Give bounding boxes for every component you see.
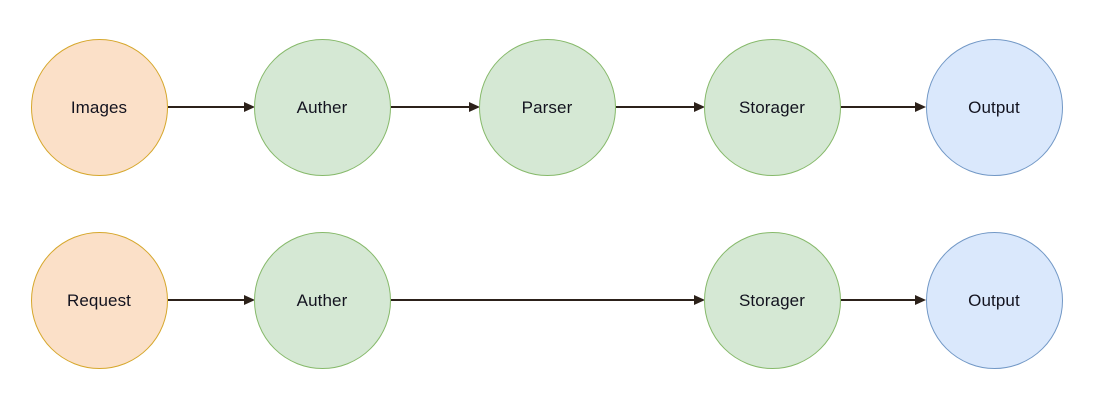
node-images[interactable]: Images bbox=[30, 38, 168, 176]
node-auther2[interactable]: Auther bbox=[253, 231, 391, 369]
arrowhead-icon bbox=[694, 101, 705, 112]
node-storager1[interactable]: Storager bbox=[703, 38, 841, 176]
edge-auther1-to-parser bbox=[391, 106, 469, 108]
arrowhead-icon bbox=[694, 294, 705, 305]
edge-storager1-to-output1 bbox=[841, 106, 915, 108]
node-label: Auther bbox=[296, 97, 348, 117]
node-label: Auther bbox=[296, 290, 348, 310]
node-request[interactable]: Request bbox=[30, 231, 168, 369]
arrowhead-icon bbox=[915, 294, 926, 305]
edge-storager2-to-output2 bbox=[841, 299, 915, 301]
arrowhead-icon bbox=[469, 101, 480, 112]
node-label: Request bbox=[66, 290, 132, 310]
arrowhead-icon bbox=[915, 101, 926, 112]
node-output1[interactable]: Output bbox=[925, 38, 1063, 176]
node-label: Parser bbox=[521, 97, 573, 117]
node-label: Output bbox=[968, 97, 1020, 117]
node-label: Images bbox=[70, 97, 128, 117]
node-label: Output bbox=[968, 290, 1020, 310]
arrowhead-icon bbox=[244, 294, 255, 305]
node-storager2[interactable]: Storager bbox=[703, 231, 841, 369]
node-parser[interactable]: Parser bbox=[478, 38, 616, 176]
node-auther1[interactable]: Auther bbox=[253, 38, 391, 176]
edge-images-to-auther1 bbox=[168, 106, 244, 108]
edge-auther2-to-storager2 bbox=[391, 299, 694, 301]
arrowhead-icon bbox=[244, 101, 255, 112]
node-label: Storager bbox=[738, 290, 805, 310]
edge-parser-to-storager1 bbox=[616, 106, 694, 108]
node-output2[interactable]: Output bbox=[925, 231, 1063, 369]
edge-request-to-auther2 bbox=[168, 299, 244, 301]
node-label: Storager bbox=[738, 97, 805, 117]
